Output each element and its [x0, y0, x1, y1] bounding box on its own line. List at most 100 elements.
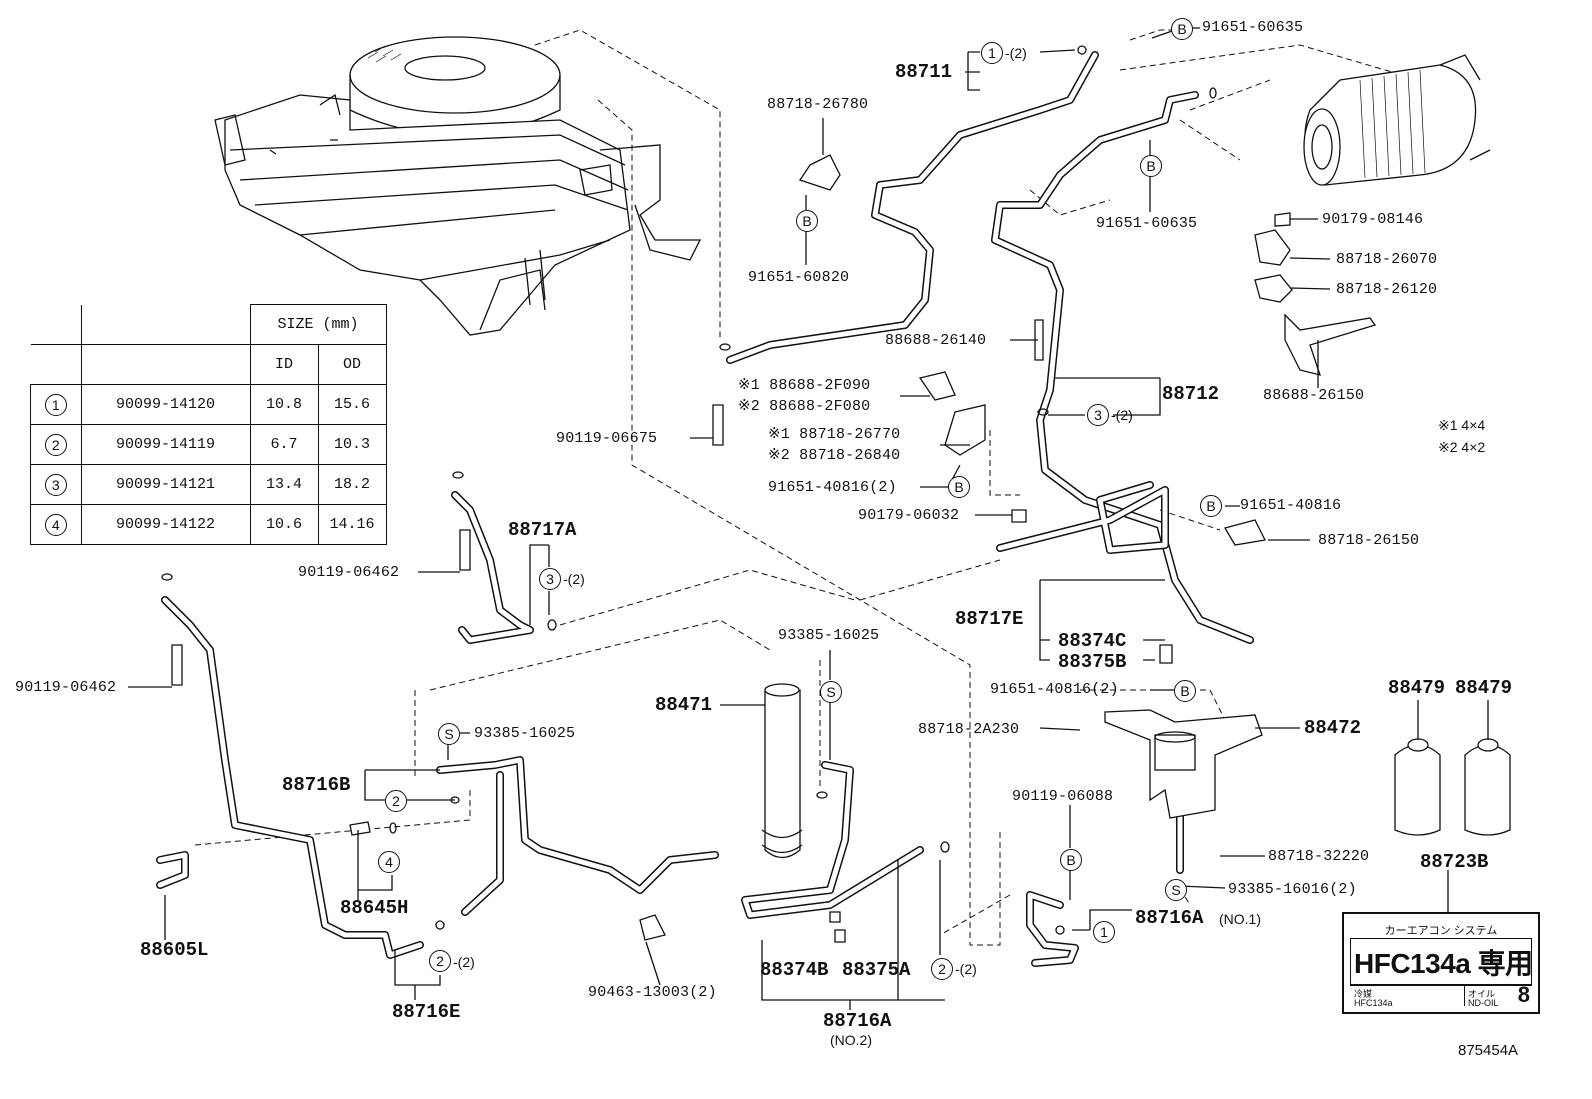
part-88718-2a230[interactable]: 88718-2A230: [918, 721, 1020, 738]
size-header: SIZE (mm): [249, 304, 387, 345]
inner-diameter: 10.6: [249, 504, 319, 545]
col-id: ID: [249, 344, 319, 385]
size-table-header-row: SIZE (mm): [30, 304, 387, 345]
part-90179-08146[interactable]: 90179-08146: [1322, 211, 1424, 228]
part-88688-2f080[interactable]: ※2 88688-2F080: [738, 398, 871, 415]
part-88718-32220[interactable]: 88718-32220: [1268, 848, 1370, 865]
label-header: カーエアコン システム: [1384, 925, 1498, 937]
clamps-and-brackets: [639, 154, 1377, 941]
qty-label: -(2): [563, 571, 585, 587]
figure-id: 875454A: [1458, 1042, 1519, 1059]
mark-b: B: [1174, 680, 1196, 702]
refrigerant-pipes: [156, 51, 1254, 967]
part-90179-06032[interactable]: 90179-06032: [858, 507, 960, 524]
part-91651-40816-2-a[interactable]: 91651-40816(2): [768, 479, 897, 496]
part-93385-16016-2[interactable]: 93385-16016(2): [1228, 881, 1357, 898]
qty-label: -(2): [1111, 407, 1133, 423]
dashed-leader-lines: [194, 29, 1471, 946]
size-table: SIZE (mm) ID OD 1 90099-14120 10.8 15.6 …: [30, 304, 387, 545]
label-oil-value: ND-OIL: [1468, 998, 1499, 1008]
part-88711[interactable]: 88711: [895, 61, 953, 83]
part-88472[interactable]: 88472: [1304, 717, 1362, 739]
pressure-switch-bracket-drawing: [1104, 709, 1263, 819]
part-93385-16025-b[interactable]: 93385-16025: [474, 725, 576, 742]
part-91651-60635-b[interactable]: 91651-60635: [1096, 215, 1198, 232]
mark-b: B: [1200, 495, 1222, 517]
part-88688-2f090[interactable]: ※1 88688-2F090: [738, 377, 871, 394]
part-91651-60820[interactable]: 91651-60820: [748, 269, 850, 286]
part-88479-b[interactable]: 88479: [1455, 677, 1513, 699]
mark-b: B: [1140, 155, 1162, 177]
table-row: 3 90099-14121 13.4 18.2: [30, 464, 387, 505]
callout-leaders: [128, 27, 1489, 1010]
receiver-drier-drawing: [761, 683, 803, 859]
mark-b: B: [1171, 18, 1193, 40]
part-88605l[interactable]: 88605L: [140, 939, 209, 961]
mark-4: 4: [378, 851, 400, 873]
part-88479-a[interactable]: 88479: [1388, 677, 1446, 699]
part-88374b[interactable]: 88374B: [760, 959, 829, 981]
part-90119-06675[interactable]: 90119-06675: [556, 430, 658, 447]
part-90119-06088[interactable]: 90119-06088: [1012, 788, 1114, 805]
part-88718-26770[interactable]: ※1 88718-26770: [768, 426, 901, 443]
mark-circle: 1: [44, 393, 67, 416]
mark-circle: 2: [44, 433, 67, 456]
part-91651-60635-a[interactable]: 91651-60635: [1202, 19, 1304, 36]
hfc134a-caution-label[interactable]: カーエアコン システム HFC134a 専用 冷媒 HFC134a オイル ND…: [1342, 912, 1540, 1014]
mark-1: 1: [1093, 921, 1115, 943]
part-88375b[interactable]: 88375B: [1058, 651, 1127, 673]
part-88717a[interactable]: 88717A: [508, 519, 577, 541]
part-number: 90099-14122: [80, 504, 251, 545]
part-88718-26120[interactable]: 88718-26120: [1336, 281, 1438, 298]
part-90463-13003-2[interactable]: 90463-13003(2): [588, 984, 717, 1001]
inner-diameter: 6.7: [249, 424, 319, 465]
part-88716a-no2[interactable]: 88716A: [823, 1010, 892, 1032]
part-91651-40816-2-b[interactable]: 91651-40816(2): [990, 681, 1119, 698]
mark-3: 3: [1087, 404, 1109, 426]
label-refrigerant: 冷媒: [1354, 989, 1373, 999]
part-93385-16025-a[interactable]: 93385-16025: [778, 627, 880, 644]
compressor-drawing: [1303, 54, 1491, 186]
mark-2: 2: [385, 790, 407, 812]
part-88718-26070[interactable]: 88718-26070: [1336, 251, 1438, 268]
part-88718-26840[interactable]: ※2 88718-26840: [768, 447, 901, 464]
part-90119-06462-b[interactable]: 90119-06462: [15, 679, 117, 696]
part-88688-26150-a[interactable]: 88688-26150: [1263, 387, 1365, 404]
inner-diameter: 10.8: [249, 384, 319, 425]
outer-diameter: 15.6: [317, 384, 387, 425]
oil-can-drawings: [1394, 738, 1511, 836]
part-88471[interactable]: 88471: [655, 694, 713, 716]
part-91651-40816[interactable]: 91651-40816: [1240, 497, 1342, 514]
mark-3: 3: [539, 568, 561, 590]
part-88718-26150[interactable]: 88718-26150: [1318, 532, 1420, 549]
mark-1: 1: [981, 42, 1003, 64]
part-number: 90099-14120: [80, 384, 251, 425]
part-88716a-no2-sub: (NO.2): [830, 1032, 872, 1048]
mark-s: S: [1165, 879, 1187, 901]
note-4x2: ※2 4×2: [1438, 439, 1486, 455]
part-90119-06462-a[interactable]: 90119-06462: [298, 564, 400, 581]
mark-b: B: [796, 210, 818, 232]
bolts-and-nuts: [171, 319, 1173, 943]
mark-circle: 4: [44, 513, 67, 536]
part-88716a-no1[interactable]: 88716A: [1135, 907, 1204, 929]
qty-label: -(2): [1005, 45, 1027, 61]
part-88645h[interactable]: 88645H: [340, 897, 409, 919]
part-88374c[interactable]: 88374C: [1058, 630, 1127, 652]
part-88688-26140[interactable]: 88688-26140: [885, 332, 987, 349]
label-main-text: HFC134a 専用: [1354, 948, 1533, 979]
qty-label: -(2): [453, 954, 475, 970]
part-88375a[interactable]: 88375A: [842, 959, 911, 981]
part-88718-26780[interactable]: 88718-26780: [767, 96, 869, 113]
col-od: OD: [317, 344, 387, 385]
part-88716e[interactable]: 88716E: [392, 1001, 461, 1023]
part-88712[interactable]: 88712: [1162, 383, 1220, 405]
evaporator-unit-drawing: [214, 36, 702, 336]
part-88716b[interactable]: 88716B: [282, 774, 351, 796]
o-rings: [161, 45, 1217, 935]
table-row: 2 90099-14119 6.7 10.3: [30, 424, 387, 465]
part-88723b[interactable]: 88723B: [1420, 851, 1489, 873]
part-88717e[interactable]: 88717E: [955, 608, 1024, 630]
qty-label: -(2): [955, 961, 977, 977]
